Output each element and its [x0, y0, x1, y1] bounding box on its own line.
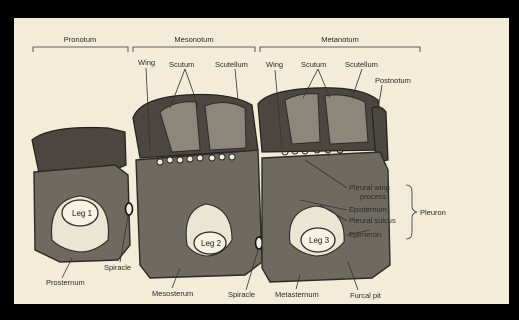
furcal-pit-label: Furcal pit	[350, 291, 382, 300]
pleuron-brace	[406, 185, 417, 239]
pronotum-label: Pronotum	[64, 35, 97, 44]
scutum-meta-label: Scutum	[301, 60, 326, 69]
mesosterum-label: Mesosterum	[152, 289, 193, 298]
prothorax-segment: Leg 1	[32, 128, 133, 263]
episternum-label: Episternum	[349, 205, 387, 214]
scutellum-meso-leader	[235, 69, 238, 100]
spiracle-2-label: Spiracle	[228, 290, 255, 299]
wing-meta-label: Wing	[266, 60, 283, 69]
wing-meso-label: Wing	[138, 58, 155, 67]
pronotum-bracket	[33, 47, 128, 52]
mesothorax-segment: Leg 2	[133, 94, 263, 278]
spiracle-1-shape	[126, 203, 133, 215]
mesonotum-bracket	[133, 47, 255, 52]
leg1-label: Leg 1	[72, 209, 93, 218]
leg2-label: Leg 2	[201, 239, 222, 248]
mesonotum-label: Mesonotum	[174, 35, 213, 44]
metanotum-label: Metanotum	[321, 35, 359, 44]
diagram-paper: Pronotum Mesonotum Metanotum Pleuron Leg…	[14, 18, 509, 304]
pleural-wing-process-label-1: Pleural wing	[349, 183, 390, 192]
postnotum-label: Postnotum	[375, 76, 411, 85]
scutellum-meso-label: Scutellum	[215, 60, 248, 69]
pleural-sulcus-label: Pleural sulcus	[349, 216, 396, 225]
pleural-wing-process-label-2: process	[360, 192, 387, 201]
spiracle-1-label: Spiracle	[104, 263, 131, 272]
metasternum-label: Metasternum	[275, 290, 319, 299]
postnotum-leader	[378, 85, 382, 110]
scutellum-meta-label: Scutellum	[345, 60, 378, 69]
metanotum-bracket	[260, 47, 420, 52]
thorax-diagram: Pronotum Mesonotum Metanotum Pleuron Leg…	[14, 18, 509, 304]
pleuron-label: Pleuron	[420, 208, 446, 217]
leg3-label: Leg 3	[309, 236, 330, 245]
scutum-meso-label: Scutum	[169, 60, 194, 69]
prosternum-label: Prosternum	[46, 278, 85, 287]
